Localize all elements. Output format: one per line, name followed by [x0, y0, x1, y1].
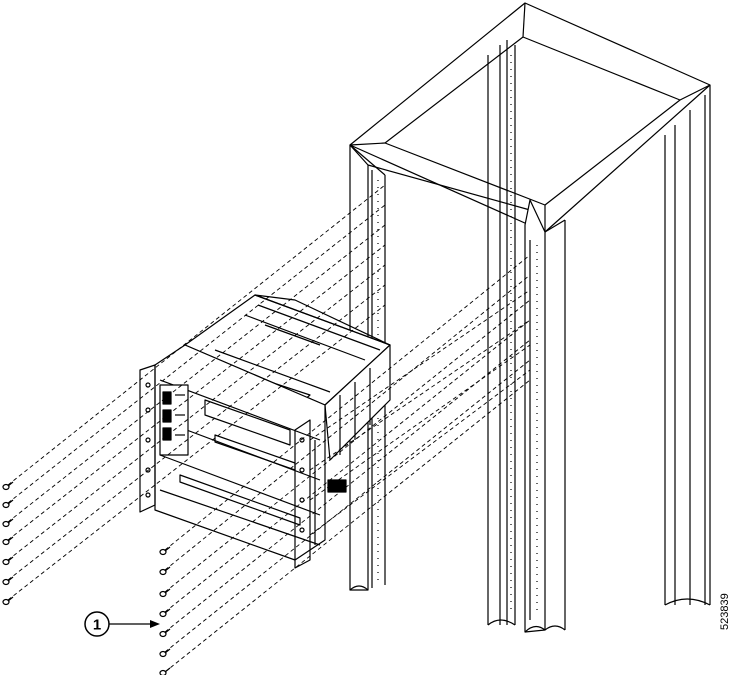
- mounting-screw-icon: [159, 608, 171, 618]
- mounting-screw-icon: [2, 518, 14, 528]
- mounting-screw-icon: [159, 648, 171, 658]
- mounting-screw-icon: [159, 546, 171, 556]
- mounting-screw-icon: [2, 556, 14, 566]
- mounting-screw-icon: [159, 588, 171, 598]
- alignment-lines: [7, 184, 531, 673]
- callout-number: 1: [93, 617, 101, 634]
- chassis: [139, 294, 391, 569]
- mounting-screw-icon: [2, 596, 14, 606]
- figure-id: 523839: [719, 593, 731, 630]
- callout-arrow-icon: [150, 620, 160, 628]
- mounting-screw-icon: [159, 628, 171, 638]
- mounting-screw-icon: [159, 667, 171, 675]
- mounting-screw-icon: [2, 576, 14, 586]
- mounting-screw-icon: [159, 566, 171, 576]
- mounting-screw-icon: [2, 536, 14, 546]
- mounting-screw-icon: [2, 481, 14, 491]
- rack-frame: [349, 2, 711, 633]
- callout-1: [84, 611, 160, 637]
- mounting-screw-group: [2, 481, 171, 675]
- mounting-screw-icon: [2, 499, 14, 509]
